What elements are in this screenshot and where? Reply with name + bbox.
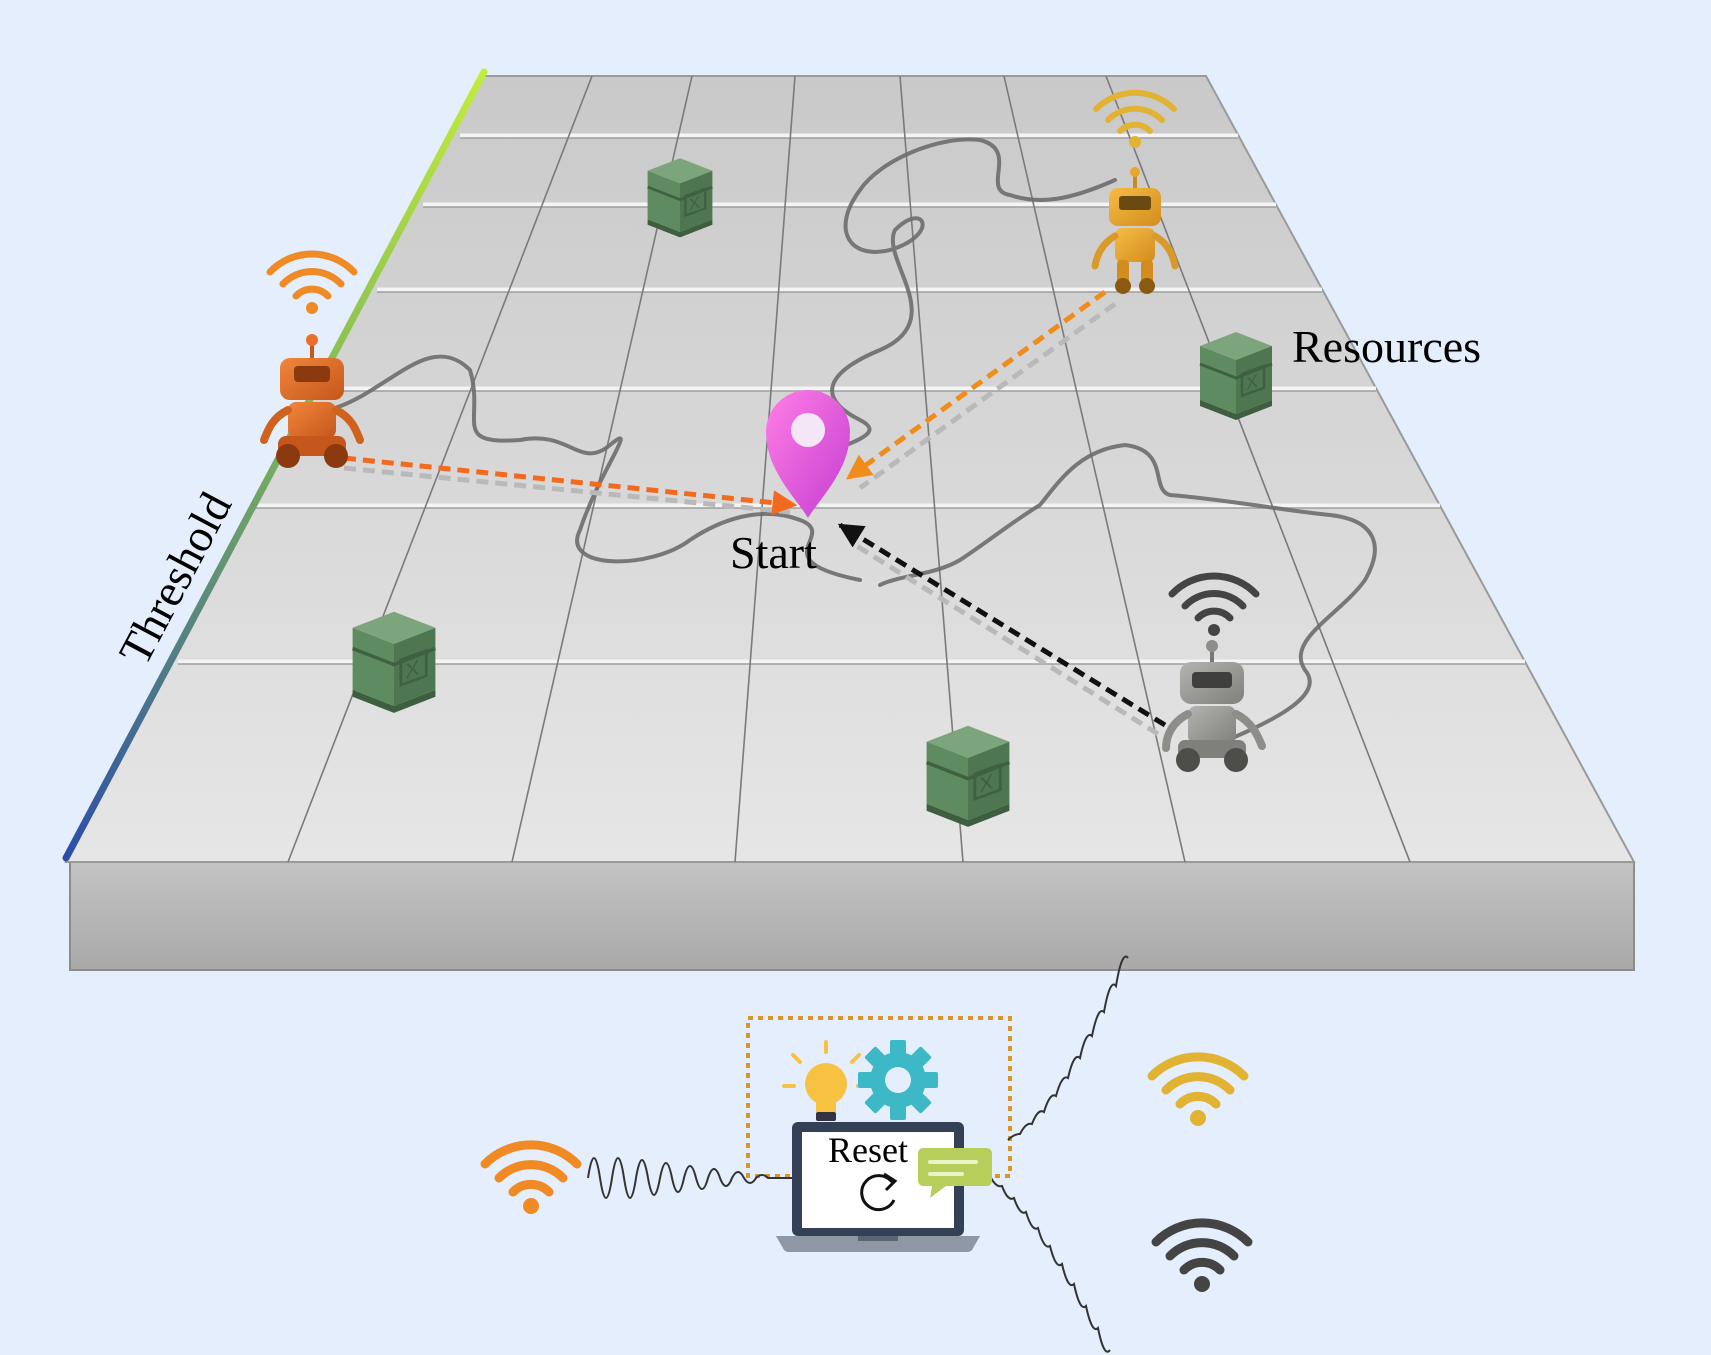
robot-orange: [260, 250, 364, 468]
wifi-icon: [1168, 572, 1260, 636]
wifi-icon: [1147, 1052, 1249, 1126]
start-marker: Start: [730, 390, 850, 578]
reset-station: Reset: [480, 955, 1253, 1353]
robot-yellow: [1091, 89, 1179, 294]
arrow-yellow-robot: [845, 289, 1107, 481]
map-pin-icon: [766, 390, 850, 518]
path-orange-robot: [333, 354, 862, 582]
wifi-icon: [1151, 1218, 1253, 1292]
signal-wave-lower-right: [989, 1175, 1111, 1353]
arrows-to-start: [343, 289, 1167, 737]
resources-label: Resources: [1292, 321, 1481, 372]
signal-wave-upper-right: [1007, 955, 1129, 1141]
reset-label: Reset: [828, 1130, 908, 1170]
robot-gray: [1162, 572, 1266, 772]
arrow-gray-robot: [837, 522, 1167, 728]
wifi-icon: [1093, 89, 1177, 148]
refresh-icon: [860, 1172, 898, 1212]
wifi-icon: [480, 1140, 582, 1214]
chat-bubble-icon: [918, 1148, 992, 1198]
gear-icon: [858, 1040, 938, 1120]
crate-icon: [646, 156, 714, 239]
path-gray-robot: [878, 443, 1377, 752]
start-label: Start: [730, 527, 817, 578]
crate-icon: [1198, 330, 1274, 422]
crate-icon: [924, 723, 1012, 829]
crate-icon: [350, 609, 438, 715]
wifi-icon: [266, 250, 358, 314]
signal-wave-left: [587, 1157, 802, 1199]
lightbulb-icon: [782, 1040, 870, 1121]
resources: Resources: [350, 156, 1481, 829]
